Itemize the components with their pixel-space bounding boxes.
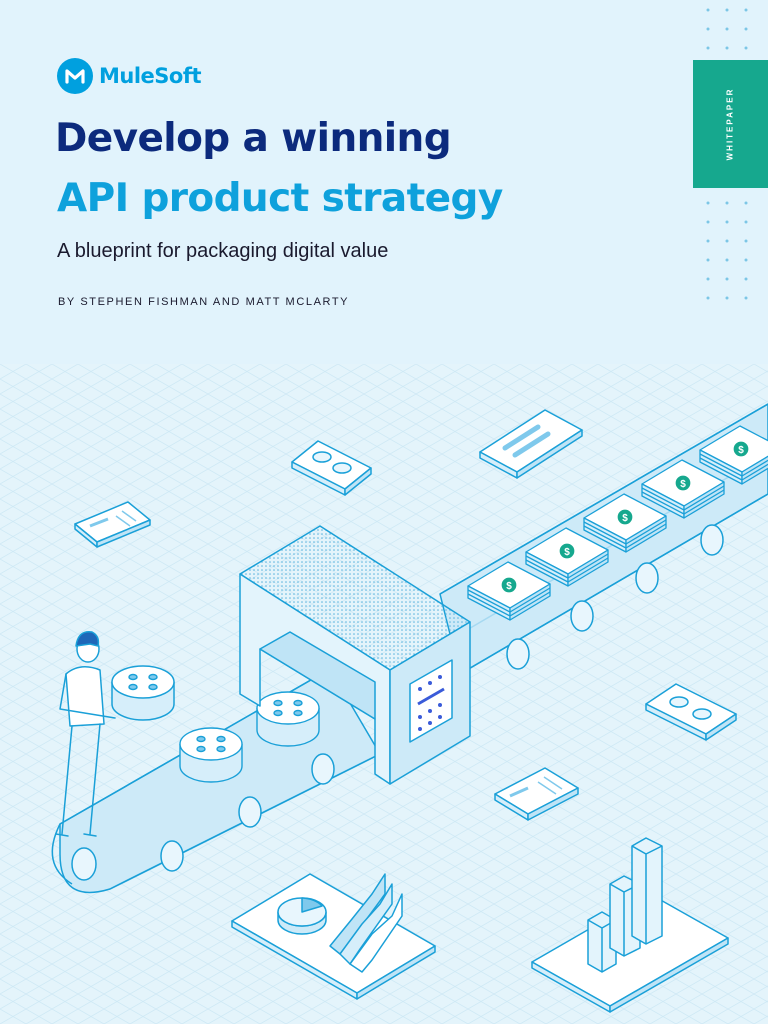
toggle-card-icon bbox=[291, 440, 372, 496]
conveyor-illustration: $ $ $ $ bbox=[0, 364, 768, 1024]
person-figure bbox=[55, 631, 175, 837]
bar-chart-tablet-icon bbox=[531, 837, 729, 1013]
whitepaper-tag: WHITEPAPER bbox=[693, 60, 768, 188]
svg-text:$: $ bbox=[738, 445, 744, 456]
code-card-icon bbox=[479, 409, 583, 479]
whitepaper-label: WHITEPAPER bbox=[725, 87, 735, 161]
packaging-machine bbox=[239, 525, 471, 785]
cover-header: MuleSoft Develop a winning API product s… bbox=[0, 0, 768, 364]
subtitle: A blueprint for packaging digital value bbox=[57, 240, 389, 262]
svg-text:$: $ bbox=[506, 581, 512, 592]
title-line-1: Develop a winning bbox=[55, 116, 452, 161]
mulesoft-m-icon bbox=[57, 58, 93, 94]
svg-text:$: $ bbox=[680, 479, 686, 490]
svg-text:$: $ bbox=[622, 513, 628, 524]
chart-card-icon-lower bbox=[494, 767, 579, 821]
authors-byline: BY STEPHEN FISHMAN AND MATT MCLARTY bbox=[58, 296, 350, 308]
dot-grid-decoration bbox=[706, 8, 748, 300]
api-product-disk-icons bbox=[179, 691, 320, 783]
chart-card-icon bbox=[74, 501, 151, 548]
toggle-card-icon-right bbox=[645, 683, 737, 741]
analytics-tablet-icon bbox=[231, 873, 436, 1000]
money-stack-icons: $ $ $ $ bbox=[467, 425, 768, 621]
mulesoft-logo: MuleSoft bbox=[57, 58, 202, 94]
title-line-2: API product strategy bbox=[57, 176, 503, 221]
svg-text:$: $ bbox=[564, 547, 570, 558]
brand-name: MuleSoft bbox=[99, 64, 202, 88]
